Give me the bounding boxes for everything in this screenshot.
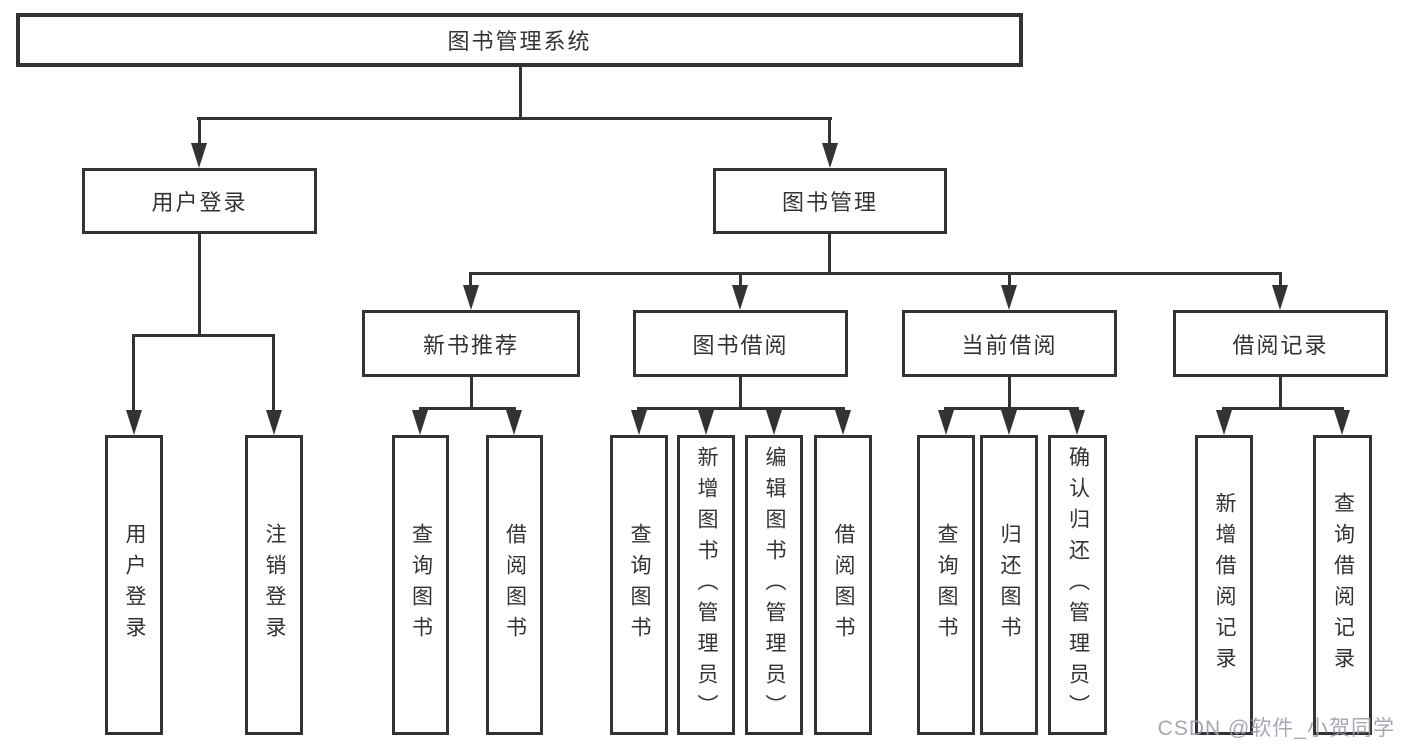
connector — [419, 407, 516, 410]
connector — [132, 334, 135, 411]
arrow-down-icon — [822, 143, 838, 168]
leaf-confirm-return-admin: 确认归还（管理员） — [1048, 435, 1107, 735]
leaf-query-books: 查询图书 — [392, 435, 449, 735]
leaf-add-borrow-record: 新增借阅记录 — [1195, 435, 1253, 735]
connector — [272, 334, 275, 411]
arrow-down-icon — [631, 410, 647, 435]
arrow-down-icon — [766, 410, 782, 435]
node-borrow-record: 借阅记录 — [1173, 310, 1388, 377]
connector — [519, 67, 522, 120]
leaf-label: 借阅图书 — [832, 523, 855, 647]
node-book-borrow: 图书借阅 — [633, 310, 848, 377]
arrow-down-icon — [506, 410, 522, 435]
node-book-management: 图书管理 — [713, 168, 947, 234]
arrow-down-icon — [1216, 410, 1232, 435]
arrow-down-icon — [732, 285, 748, 310]
connector — [1279, 272, 1282, 287]
node-user-login: 用户登录 — [82, 168, 317, 234]
arrow-down-icon — [938, 410, 954, 435]
connector — [469, 272, 1282, 275]
leaf-edit-books-admin: 编辑图书（管理员） — [745, 435, 803, 735]
leaf-query-books: 查询图书 — [917, 435, 975, 735]
node-new-book-recommend: 新书推荐 — [362, 310, 580, 377]
arrow-down-icon — [1001, 410, 1017, 435]
connector — [197, 117, 832, 120]
leaf-borrow-books: 借阅图书 — [486, 435, 543, 735]
connector — [1008, 272, 1011, 287]
arrow-down-icon — [1001, 285, 1017, 310]
leaf-label: 新增借阅记录 — [1213, 492, 1236, 678]
arrow-down-icon — [266, 410, 282, 435]
leaf-label: 确认归还（管理员） — [1066, 445, 1090, 725]
leaf-label: 编辑图书（管理员） — [763, 445, 786, 725]
arrow-down-icon — [835, 410, 851, 435]
node-label: 用户登录 — [151, 190, 248, 215]
node-label: 借阅记录 — [1232, 332, 1329, 358]
node-label: 当前借阅 — [961, 332, 1058, 358]
leaf-label: 查询图书 — [409, 523, 433, 647]
connector — [944, 407, 1079, 410]
connector — [132, 334, 275, 337]
connector — [470, 377, 473, 410]
node-library-system: 图书管理系统 — [16, 13, 1023, 67]
leaf-user-login: 用户登录 — [105, 435, 163, 735]
connector — [198, 234, 201, 337]
connector — [739, 377, 742, 410]
arrow-down-icon — [126, 410, 142, 435]
leaf-label: 注销登录 — [263, 523, 286, 647]
leaf-add-books-admin: 新增图书（管理员） — [677, 435, 735, 735]
csdn-watermark: CSDN @软件_小贺同学 — [1157, 717, 1395, 740]
connector — [1279, 377, 1282, 410]
node-current-borrow: 当前借阅 — [902, 310, 1117, 377]
leaf-label: 查询图书 — [935, 523, 958, 647]
node-label: 图书管理系统 — [447, 29, 592, 54]
leaf-return-books: 归还图书 — [980, 435, 1038, 735]
connector — [828, 118, 831, 146]
connector — [739, 272, 742, 287]
leaf-logout-login: 注销登录 — [245, 435, 303, 735]
arrow-down-icon — [1069, 410, 1085, 435]
connector — [1222, 407, 1344, 410]
arrow-down-icon — [463, 285, 479, 310]
leaf-label: 查询图书 — [628, 523, 651, 647]
connector — [828, 234, 831, 275]
node-label: 图书管理 — [781, 190, 878, 215]
node-label: 新书推荐 — [422, 332, 519, 358]
node-label: 图书借阅 — [692, 332, 789, 358]
leaf-label: 查询借阅记录 — [1331, 492, 1355, 678]
leaf-label: 新增图书（管理员） — [695, 445, 718, 725]
arrow-down-icon — [698, 410, 714, 435]
leaf-borrow-books: 借阅图书 — [814, 435, 872, 735]
arrow-down-icon — [191, 143, 207, 168]
leaf-query-borrow-record: 查询借阅记录 — [1313, 435, 1372, 735]
connector — [198, 118, 201, 146]
connector — [1008, 377, 1011, 410]
leaf-query-books: 查询图书 — [610, 435, 668, 735]
arrow-down-icon — [412, 410, 428, 435]
connector — [469, 272, 472, 287]
leaf-label: 归还图书 — [998, 523, 1021, 647]
connector — [637, 407, 845, 410]
leaf-label: 用户登录 — [123, 523, 146, 647]
leaf-label: 借阅图书 — [503, 523, 527, 647]
arrow-down-icon — [1272, 285, 1288, 310]
arrow-down-icon — [1334, 410, 1350, 435]
